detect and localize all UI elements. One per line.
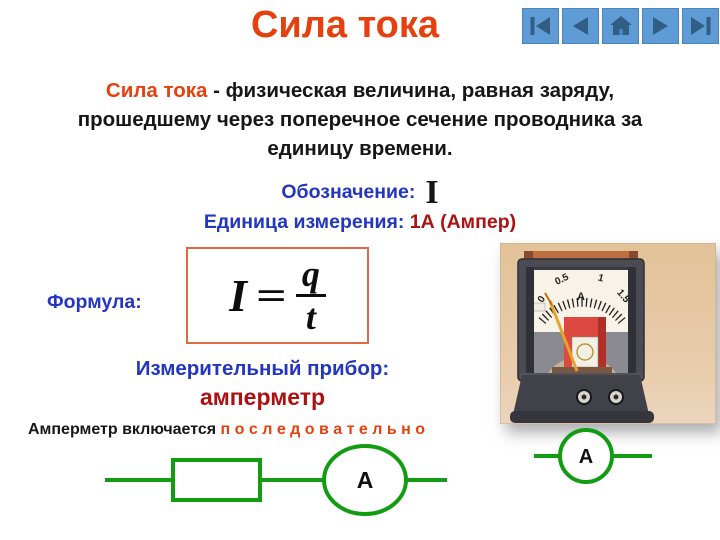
fraction-bar: [295, 293, 326, 298]
nav-previous-button[interactable]: [562, 8, 599, 44]
ammeter-symbol-label: А: [357, 467, 374, 493]
nav-home-button[interactable]: [602, 8, 639, 44]
formula-label: Формула:: [47, 291, 142, 313]
ammeter-symbol-label: А: [579, 446, 593, 468]
ammeter-photo: 0 0.5 1 1.5 А: [499, 242, 717, 425]
formula-numerator: q: [301, 253, 320, 294]
definition-term: Сила тока: [105, 79, 208, 102]
definition-body: - физическая величина, равная заряду, пр…: [77, 79, 643, 160]
scale-unit-label: А: [577, 291, 585, 303]
unit-value: 1А (Ампер): [409, 211, 517, 233]
formula-fraction: q t: [295, 253, 326, 338]
ammeter-symbol-standalone: А: [534, 428, 652, 484]
unit-label: Единица измерения:: [203, 211, 405, 233]
unit-line: Единица измерения: 1А (Ампер): [0, 211, 720, 234]
scale-label-0: 0: [536, 294, 548, 305]
nav-next-button[interactable]: [642, 8, 679, 44]
notation-line: Обозначение: I: [0, 174, 720, 212]
formula-box: I = q t: [186, 247, 369, 344]
formula-denominator: t: [305, 297, 316, 338]
connection-text: Амперметр включается п о с л е д о в а т…: [28, 421, 425, 439]
nav-last-button[interactable]: [682, 8, 719, 44]
previous-arrow-icon: [573, 17, 588, 35]
current-symbol: I: [425, 174, 439, 211]
meter-scale-ticks: [538, 297, 626, 324]
series-circuit-diagram: А: [105, 444, 447, 516]
definition-text: Сила тока - физическая величина, равная …: [65, 76, 655, 163]
skip-to-first-icon: [530, 17, 550, 35]
formula-equals: =: [256, 273, 287, 318]
instrument-label: Измерительный прибор:: [135, 357, 390, 380]
formula-lhs: I: [229, 270, 248, 321]
page-title: Сила тока: [250, 4, 440, 46]
notation-label: Обозначение:: [281, 181, 416, 203]
resistor-symbol: [171, 458, 262, 502]
home-icon: [609, 16, 632, 35]
scale-label-05: 0.5: [553, 272, 571, 288]
skip-to-last-icon: [691, 17, 711, 35]
ammeter-photo-image: 0 0.5 1 1.5 А: [499, 242, 717, 425]
slide-nav: [522, 8, 719, 44]
nav-first-button[interactable]: [522, 8, 559, 44]
next-arrow-icon: [653, 17, 668, 35]
connection-lead: Амперметр включается: [28, 421, 221, 438]
connection-highlight: п о с л е д о в а т е л ь н о: [220, 421, 425, 438]
instrument-value: амперметр: [199, 384, 326, 410]
scale-label-1: 1: [597, 273, 606, 285]
meter-needle: [548, 300, 579, 372]
